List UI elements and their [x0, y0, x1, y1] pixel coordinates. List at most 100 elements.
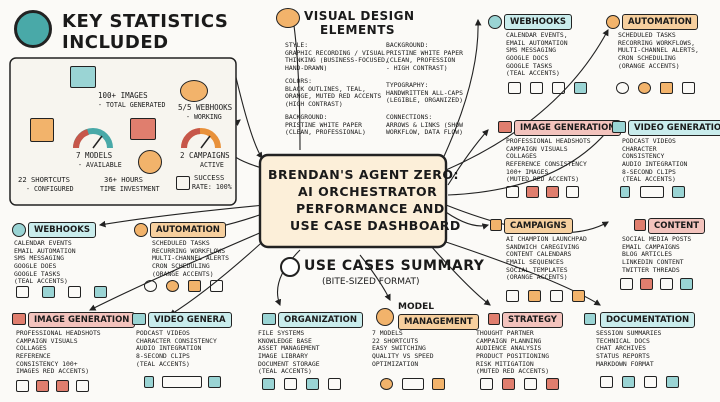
checkbox-icon [176, 176, 190, 190]
mic-icon [620, 186, 630, 198]
key-stats-title-2: INCLUDED [62, 32, 169, 53]
markdown-icon [666, 376, 679, 388]
photo-bottom-3 [56, 380, 69, 392]
documentation-body: SESSION SUMMARIES TECHNICAL DOCS CHAT AR… [596, 329, 662, 368]
stat-success-sub: RATE: 100% [192, 183, 232, 191]
campaigns-header: CAMPAIGNS [504, 218, 573, 234]
megaphone-icon-2 [572, 290, 585, 302]
palette-icon [276, 8, 300, 28]
chip-icon-small [432, 378, 445, 390]
photo-bottom-1 [16, 380, 29, 392]
doc-icon-left [68, 286, 81, 298]
calendar-icon-2 [506, 290, 519, 302]
folder-icon-2 [262, 378, 275, 390]
refresh-icon [638, 82, 651, 94]
doc-icon [552, 82, 565, 94]
camera-icon [498, 121, 512, 133]
film-icon [672, 186, 685, 198]
stat-webhooks-sub: - WORKING [186, 113, 222, 121]
toggle-icon [402, 378, 424, 390]
flag-icon [490, 219, 502, 231]
stat-images: 100+ IMAGES [98, 91, 148, 100]
waveform-icon [640, 186, 664, 198]
stat-webhooks: 5/5 WEBHOOKS [178, 103, 233, 112]
video-icon-bottom [132, 313, 146, 325]
stat-campaigns: 2 CAMPAIGNS [180, 151, 230, 160]
stat-success: SUCCESS [194, 173, 225, 182]
strategy-header: STRATEGY [502, 312, 563, 328]
archive-icon-bottom [622, 376, 635, 388]
twitter-icon [680, 278, 693, 290]
calendar-icon-left [16, 286, 29, 298]
image-gen-header-bottom: IMAGE GENERATION [28, 312, 136, 328]
video-gen-body-bottom: PODCAST VIDEOS CHARACTER CONSISTENCY AUD… [136, 329, 217, 368]
webhooks-header-left: WEBHOOKS [28, 222, 96, 238]
folder-icon [262, 313, 276, 325]
vd-connections: CONNECTIONS: ARROWS & LINKS (SHOW WORKFL… [386, 113, 463, 137]
mail-icon-left [42, 286, 55, 298]
key-stats-title-1: KEY STATISTICS [62, 11, 229, 32]
photo-icon-3 [546, 186, 559, 198]
content-body: SOCIAL MEDIA POSTS EMAIL CAMPAIGNS BLOG … [622, 235, 692, 274]
automation-body-left: SCHEDULED TASKS RECURRING WORKFLOWS MULT… [152, 239, 229, 278]
report-icon [644, 376, 657, 388]
document-icon [584, 313, 596, 325]
mail-icon [574, 82, 587, 94]
video-icon [612, 121, 626, 133]
documentation-header: DOCUMENTATION [600, 312, 696, 328]
stat-shortcuts: 22 SHORTCUTS [18, 175, 70, 184]
doc-icon-bottom [600, 376, 613, 388]
stat-hours-sub: TIME INVESTMENT [100, 185, 160, 193]
content-header: CONTENT [648, 218, 706, 234]
brain-gear-icon [376, 308, 394, 326]
model-mgmt-body: 7 MODELS 22 SHORTCUTS EASY SWITCHING QUA… [372, 329, 434, 368]
photo-icon-2 [526, 186, 539, 198]
film-icon-bottom [208, 376, 221, 388]
chip-icon [30, 118, 54, 142]
calendar-icon [508, 82, 521, 94]
video-gen-header-bottom: VIDEO GENERA [148, 312, 232, 328]
campaigns-body: AI CHAMPION LAUNCHPAD SANDWICH CAREGIVIN… [506, 235, 587, 282]
stat-hours: 36+ HOURS [104, 175, 143, 184]
stat-models: 7 MODELS [76, 151, 113, 160]
image-gen-header-right: IMAGE GENERATION [514, 120, 622, 136]
automation-header-top: AUTOMATION [622, 14, 698, 30]
code-icon [682, 82, 695, 94]
strategy-body: THOUGHT PARTNER CAMPAIGN PLANNING AUDIEN… [476, 329, 550, 376]
lightbulb-icon [480, 378, 493, 390]
photo-icon-4 [566, 186, 579, 198]
webhook-icon-left [12, 223, 26, 237]
center-title-3: PERFORMANCE AND [296, 201, 445, 216]
stat-models-sub: - AVAILABLE [78, 161, 122, 169]
webhooks-body-left: CALENDAR EVENTS EMAIL AUTOMATION SMS MES… [14, 239, 76, 286]
photo-bottom-4 [76, 380, 89, 392]
flags-icon [130, 118, 156, 140]
template-icon [550, 290, 563, 302]
stat-images-sub: - TOTAL GENERATED [98, 101, 166, 109]
chart-icon [524, 378, 537, 390]
video-gen-header-right: VIDEO GENERATION [628, 120, 720, 136]
chess-icon [488, 313, 500, 325]
model-mgmt-header-1: MODEL [398, 302, 434, 312]
clock-icon-left [144, 280, 157, 292]
stat-shortcuts-sub: - CONFIGURED [26, 185, 74, 193]
use-cases-title: USE CASES SUMMARY [304, 258, 485, 274]
center-title-1: BRENDAN'S AGENT ZERO: [268, 167, 460, 182]
db-icon [306, 378, 319, 390]
camera-icon-bottom [12, 313, 26, 325]
code-icon-left [210, 280, 223, 292]
stat-campaigns-sub: ACTIVE [200, 161, 224, 169]
vd-style: STYLE: GRAPHIC RECORDING / VISUAL THINKI… [285, 41, 389, 73]
vd-colors: COLORS: BLACK OUTLINES, TEAL, ORANGE, MU… [285, 77, 382, 109]
megaphone-icon-left [188, 280, 201, 292]
automation-gear-icon-left [134, 223, 148, 237]
waveform-icon-bottom [162, 376, 202, 388]
video-gen-body-right: PODCAST VIDEOS CHARACTER CONSISTENCY AUD… [622, 137, 688, 184]
use-cases-subtitle: (BITE-SIZED FORMAT) [322, 277, 420, 287]
photo-icon-1 [506, 186, 519, 198]
photo-bottom-2 [36, 380, 49, 392]
gear-icon [14, 10, 52, 48]
organization-body: FILE SYSTEMS KNOWLEDGE BASE ASSET MANAGE… [258, 329, 320, 376]
vd-background-right: BACKGROUND: PRISTINE WHITE PAPER (CLEAN,… [386, 41, 463, 73]
archive-icon [328, 378, 341, 390]
